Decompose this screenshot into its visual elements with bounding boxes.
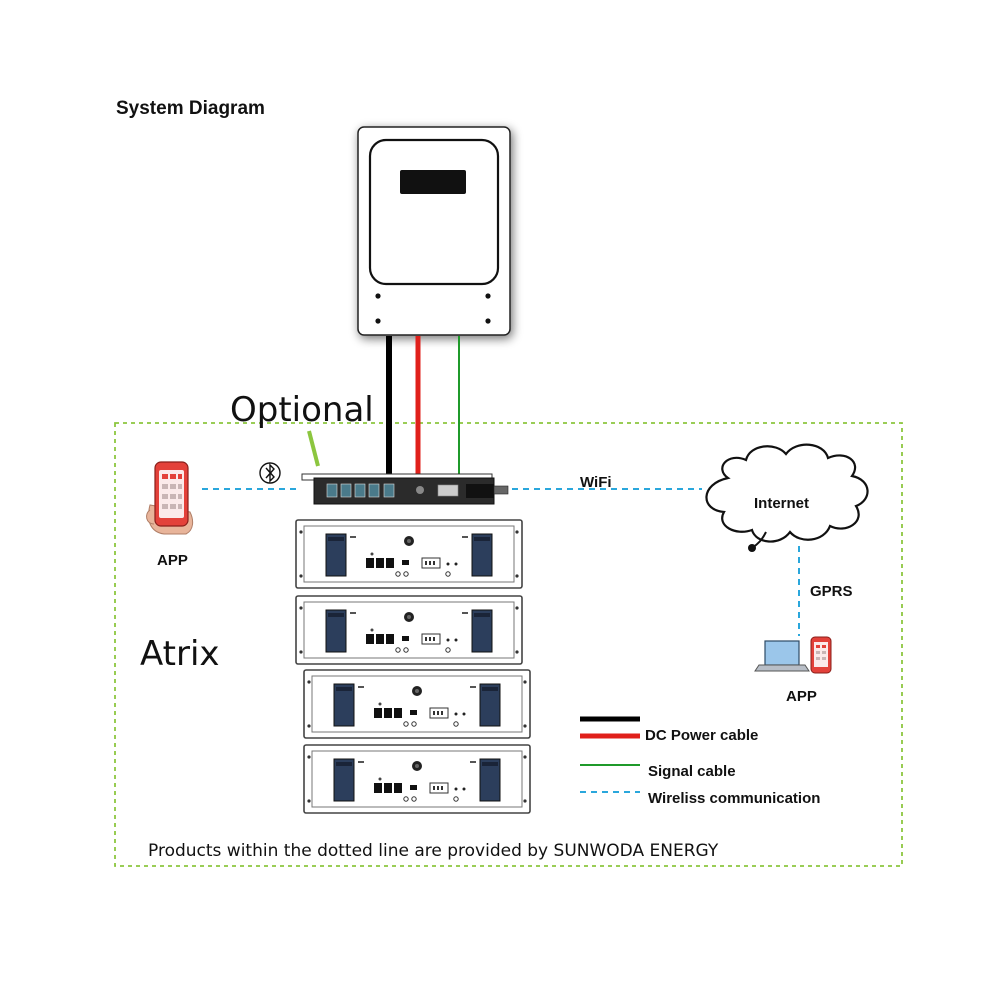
app-left-label: APP <box>157 552 188 569</box>
wifi-label: WiFi <box>580 474 612 491</box>
phone-icon <box>810 636 832 674</box>
legend-label-dc-power: DC Power cable <box>645 727 759 744</box>
battery-module <box>303 669 531 739</box>
battery-module <box>303 744 531 814</box>
optional-label: Optional <box>230 390 374 430</box>
gprs-label: GPRS <box>810 583 853 600</box>
bluetooth-icon <box>259 462 281 484</box>
hand-phone-icon <box>146 461 194 535</box>
optional-pointer <box>307 430 320 467</box>
app-right-label: APP <box>786 688 817 705</box>
dotted-boundary <box>114 422 903 867</box>
footer-note: Products within the dotted line are prov… <box>148 841 719 861</box>
inverter-display <box>400 170 466 194</box>
bms-control-box <box>301 473 509 505</box>
legend-label-signal: Signal cable <box>648 763 736 780</box>
diagram-title: System Diagram <box>116 98 265 119</box>
product-label: Atrix <box>140 634 220 674</box>
legend <box>580 716 640 793</box>
legend-label-wireless: Wireliss communication <box>648 790 821 807</box>
laptop-icon <box>754 640 810 672</box>
battery-module <box>295 519 523 589</box>
internet-cloud-icon <box>705 443 869 552</box>
battery-module <box>295 595 523 665</box>
inverter-face <box>368 138 500 324</box>
internet-label: Internet <box>754 495 810 512</box>
